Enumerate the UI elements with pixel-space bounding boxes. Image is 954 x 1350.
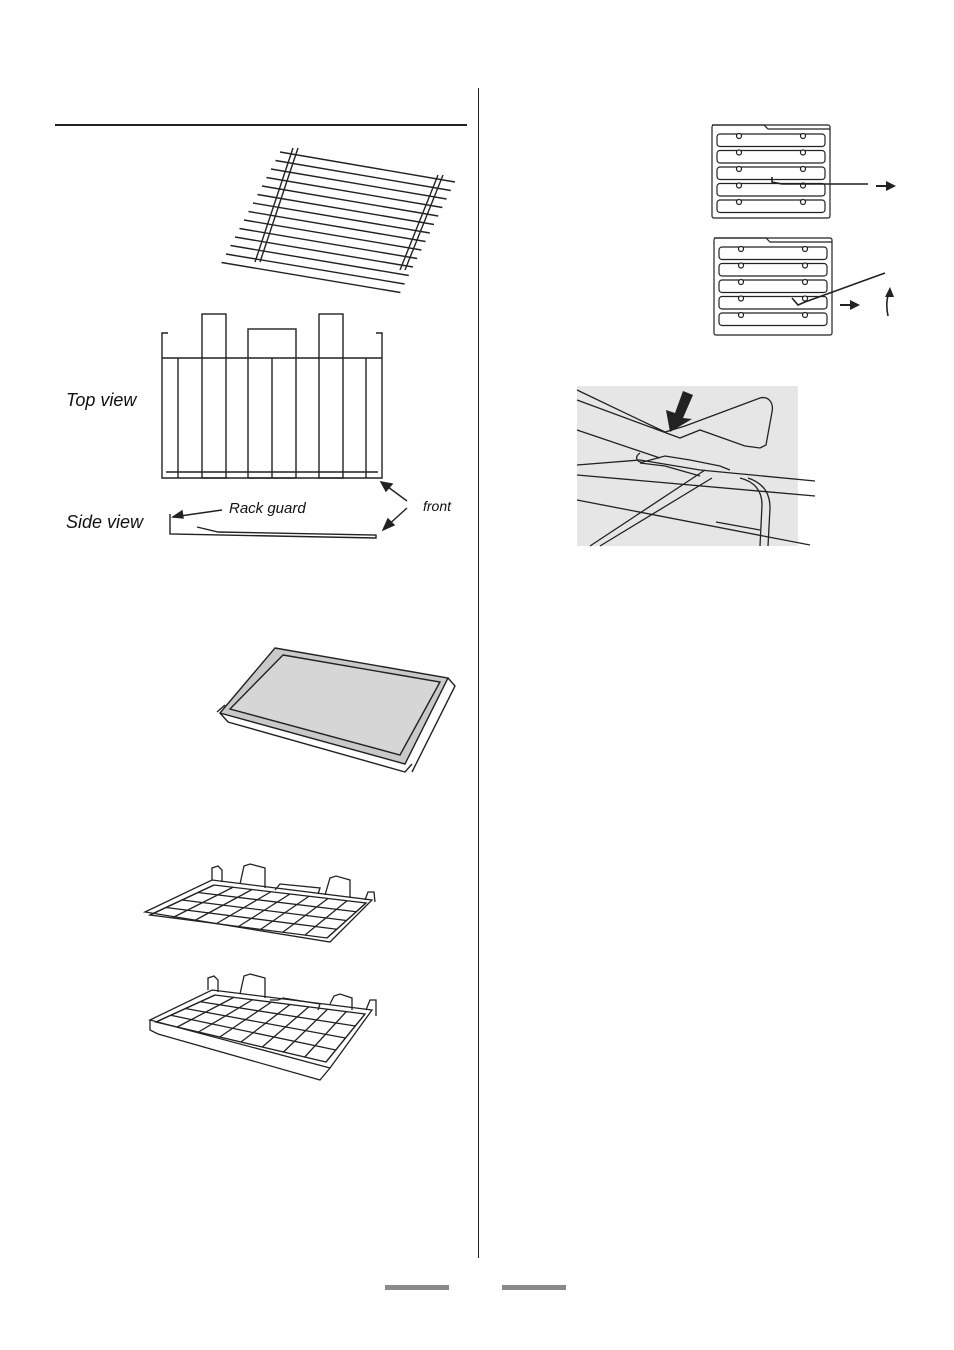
footer-bar-left bbox=[385, 1285, 449, 1290]
footer-bar-right bbox=[502, 1285, 566, 1290]
